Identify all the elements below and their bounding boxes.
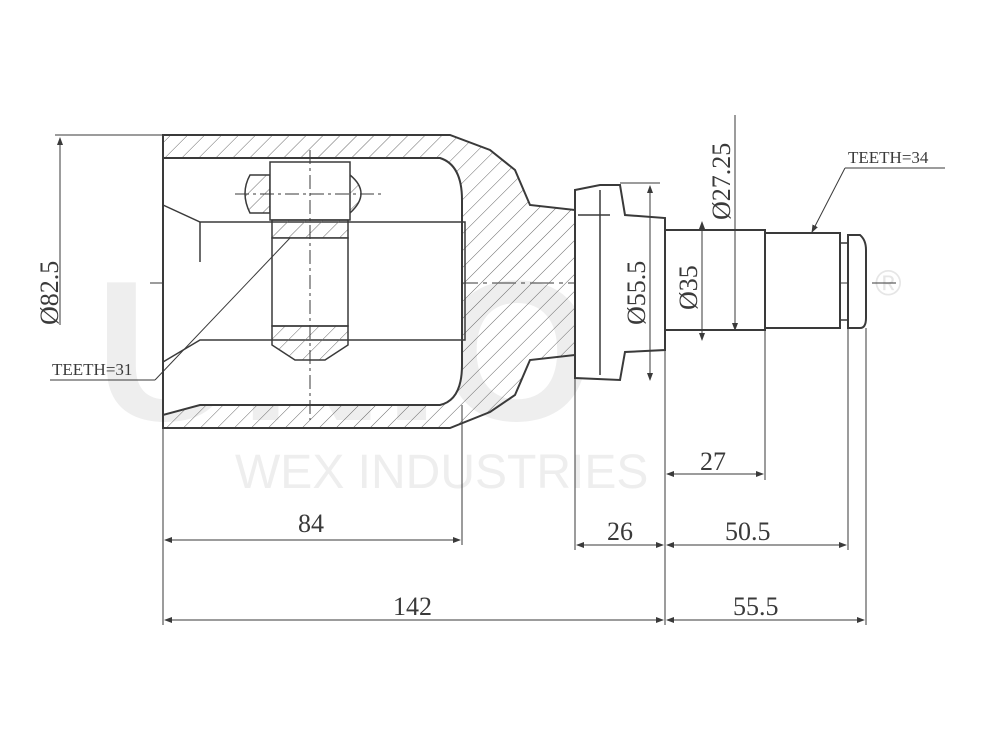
- dim-body-length: 142: [393, 592, 432, 621]
- dim-shaft-length: 55.5: [733, 592, 779, 621]
- dim-outer-diameter: Ø82.5: [35, 261, 64, 325]
- dim-shaft-to-groove: 50.5: [725, 517, 771, 546]
- dim-stem-length: 27: [700, 447, 726, 476]
- dim-spline-diameter: Ø27.25: [707, 143, 736, 220]
- dim-flange-diameter: Ø55.5: [622, 261, 651, 325]
- watermark-company: WEX INDUSTRIES: [235, 446, 648, 499]
- flange: [574, 184, 666, 382]
- dimension-lines: [50, 115, 945, 625]
- label-teeth-outer: TEETH=34: [848, 148, 929, 167]
- dimension-labels: Ø82.5 TEETH=31 TEETH=34 Ø55.5 Ø35 Ø27.25…: [35, 143, 929, 621]
- dim-cup-depth: 84: [298, 509, 324, 538]
- label-teeth-inner: TEETH=31: [52, 360, 132, 379]
- tripod-roller: [235, 150, 385, 420]
- spline-shaft: [664, 229, 867, 331]
- dim-stem-diameter: Ø35: [674, 265, 703, 310]
- dim-flange-width: 26: [607, 517, 633, 546]
- outer-housing: [162, 134, 576, 429]
